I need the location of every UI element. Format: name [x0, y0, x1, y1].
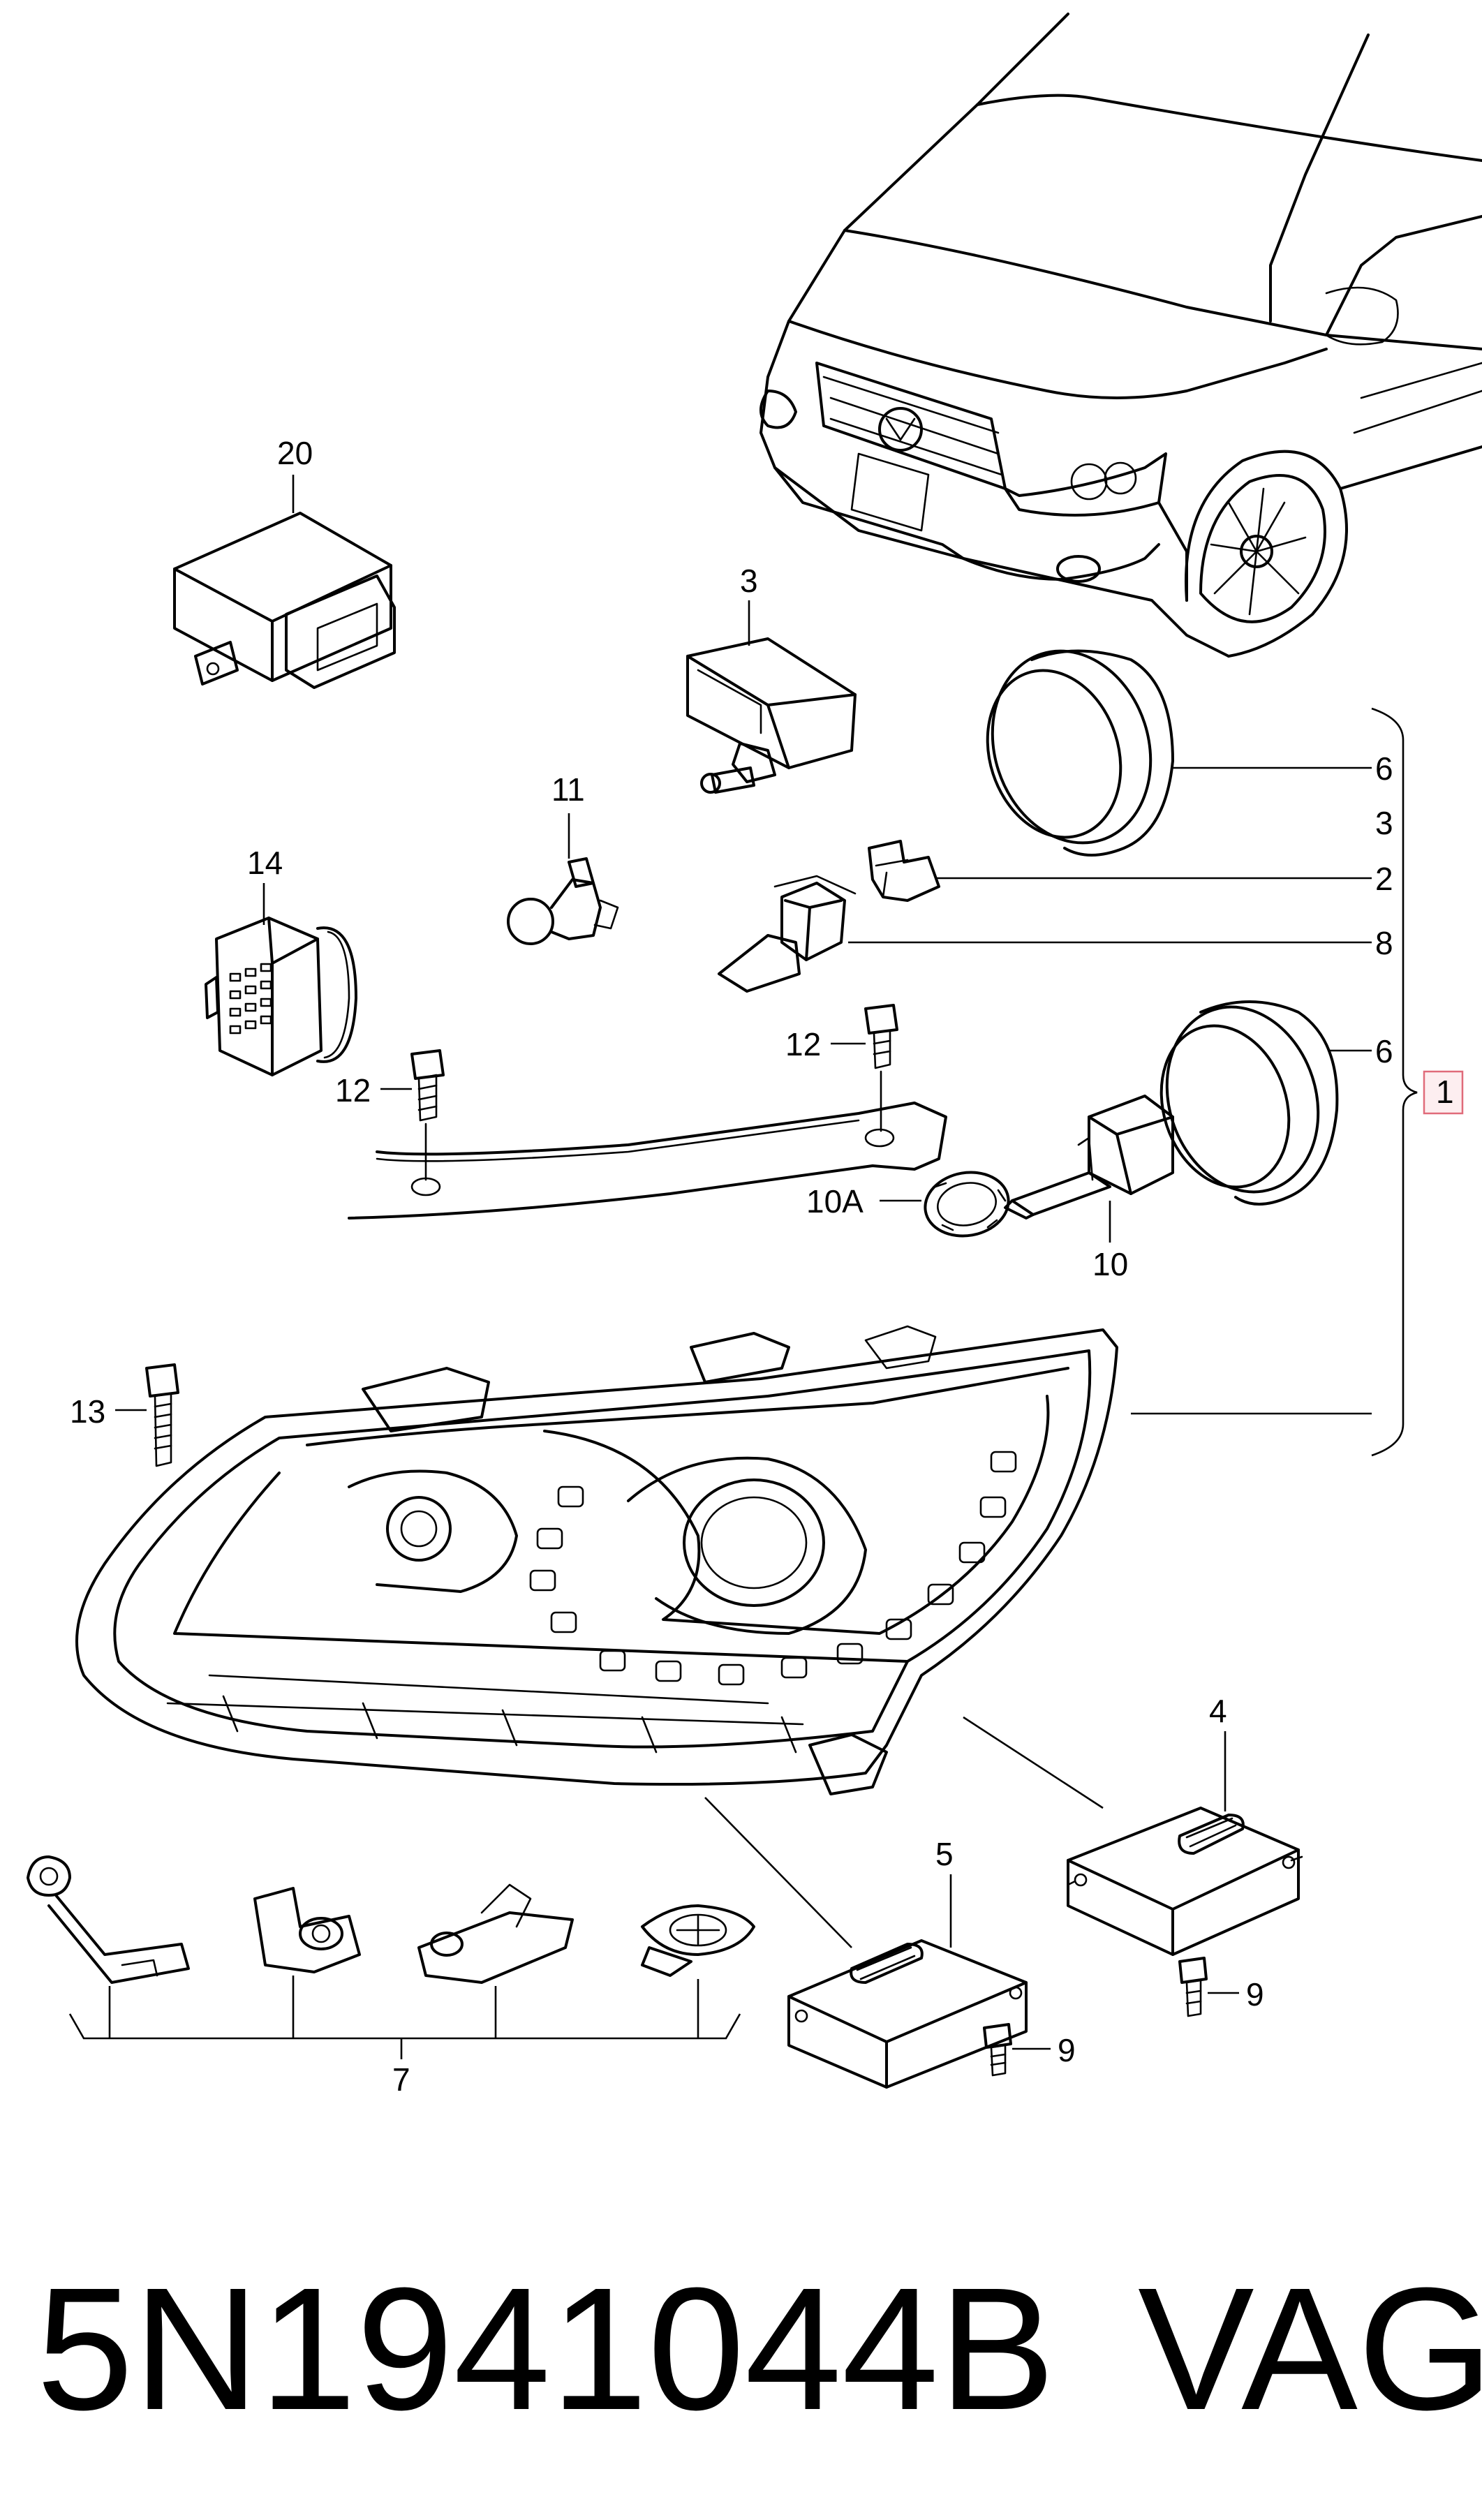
headlight-housing-icon: [75, 1325, 1372, 1948]
callout-5: 5: [935, 1836, 954, 1872]
control-unit-icon: [173, 475, 396, 689]
bracket-icon: [27, 1855, 190, 2038]
callout-11: 11: [551, 771, 585, 808]
seal-ring-icon: [1159, 1000, 1372, 1206]
bayonet-ring-icon: [880, 1171, 1010, 1238]
screw-icon: [115, 1363, 179, 1467]
brand-label: VAG: [1138, 2251, 1482, 2446]
connector-icon: [205, 883, 357, 1076]
bulb-icon: [718, 875, 1372, 993]
screw-icon: [1178, 1957, 1239, 2017]
part-number: 5N1941044B: [36, 2251, 1055, 2446]
callout-1: 1: [1436, 1074, 1454, 1110]
callout-6-top: 6: [1375, 750, 1393, 787]
bracket-icon: [417, 1883, 574, 2038]
callout-9-right: 9: [1246, 1976, 1264, 2013]
callout-13: 13: [70, 1393, 105, 1430]
callout-10A: 10A: [806, 1183, 864, 1220]
seal-ring-icon: [986, 649, 1372, 857]
callout-8: 8: [1375, 925, 1393, 961]
footer: 5N1941044B VAG: [28, 2244, 1482, 2454]
callout-7: 7: [392, 2061, 410, 2098]
screw-icon: [831, 1004, 898, 1132]
bulb-holder-icon: [868, 840, 1372, 902]
screw-icon: [380, 1049, 445, 1181]
callout-3-top: 3: [740, 563, 758, 599]
control-unit-icon: [787, 1874, 1028, 2089]
callout-12-left: 12: [335, 1072, 371, 1109]
callout-4: 4: [1209, 1693, 1227, 1729]
callout-2: 2: [1375, 861, 1393, 897]
screw-icon: [983, 2023, 1051, 2077]
callout-14: 14: [247, 845, 283, 881]
assembly-marker: [1423, 1070, 1464, 1115]
xenon-bulb-icon: [1004, 1095, 1174, 1243]
bracket-icon: [641, 1904, 755, 2038]
callout-9-left: 9: [1058, 2032, 1076, 2068]
bulb-icon: [507, 813, 619, 945]
car-front-icon: [759, 13, 1482, 658]
gasket-strip-icon: [348, 1102, 947, 1220]
range-motor-icon: [686, 600, 857, 794]
callout-10: 10: [1092, 1246, 1128, 1282]
callout-6-bottom: 6: [1375, 1033, 1393, 1069]
callout-20: 20: [277, 435, 313, 471]
callout-3-side: 3: [1375, 805, 1393, 841]
bracket-icon: [253, 1887, 361, 2038]
callout-12-right: 12: [785, 1026, 821, 1062]
control-unit-icon: [1067, 1731, 1303, 1956]
